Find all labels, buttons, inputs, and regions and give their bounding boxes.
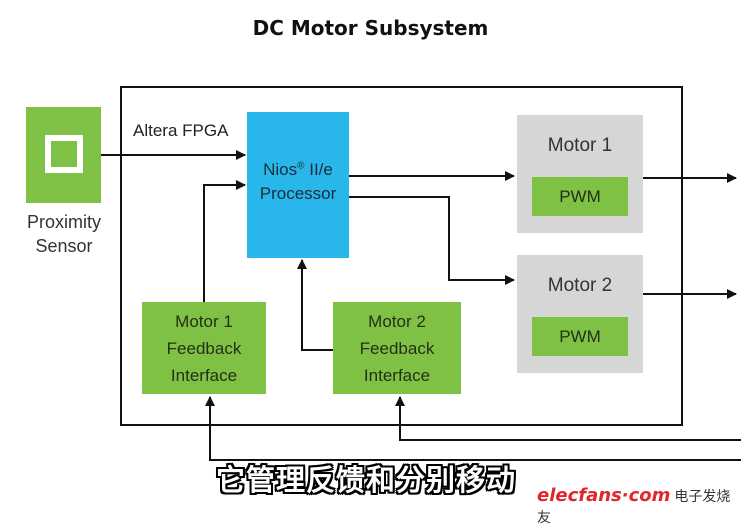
feedback2-to-processor-arrow: [297, 259, 333, 351]
sensor-label-line1: Proximity: [26, 212, 101, 232]
sensor-label-line2: Sensor: [35, 236, 93, 256]
nios-processor-block: Nios® II/e Processor: [247, 112, 349, 258]
feedback-1-line3: Interface: [170, 366, 238, 385]
feedback-2-line2: Feedback: [359, 339, 435, 358]
diagram-title: DC Motor Subsystem: [252, 16, 489, 40]
feedback1-to-processor-arrow: [203, 180, 246, 302]
motor-1-feedback-interface: Motor 1 Feedback Interface: [142, 302, 266, 394]
watermark-brand: elecfans·com: [537, 485, 671, 506]
motor-2-pwm: PWM: [532, 317, 628, 356]
feedback-1-line2: Feedback: [166, 339, 242, 358]
sensor-icon: [45, 135, 83, 173]
feedback-1-line1: Motor 1: [175, 312, 233, 331]
motor2-feedback-return-arrow: [395, 396, 741, 441]
connection-wires: [101, 150, 741, 461]
motor1-feedback-return-arrow: [205, 396, 741, 461]
processor-label-line2: Processor: [259, 184, 337, 203]
video-subtitle-caption: 它管理反馈和分别移动: [216, 463, 517, 497]
processor-to-motor2-arrow: [349, 196, 515, 285]
processor-label-line1: Nios® II/e: [263, 160, 333, 179]
motor-2-label: Motor 2: [547, 275, 613, 296]
motor-2-feedback-interface: Motor 2 Feedback Interface: [333, 302, 461, 394]
fpga-boundary: [120, 86, 683, 426]
motor-2-block: Motor 2 PWM: [517, 255, 643, 373]
feedback-2-line3: Interface: [363, 366, 431, 385]
feedback-2-line1: Motor 2: [368, 312, 426, 331]
proximity-sensor-block: [26, 107, 101, 203]
proximity-sensor-label: Proximity Sensor: [0, 210, 128, 258]
motor-1-label: Motor 1: [547, 135, 613, 156]
motor-1-block: Motor 1 PWM: [517, 115, 643, 233]
fpga-label: Altera FPGA: [133, 121, 229, 140]
motor-1-pwm: PWM: [532, 177, 628, 216]
